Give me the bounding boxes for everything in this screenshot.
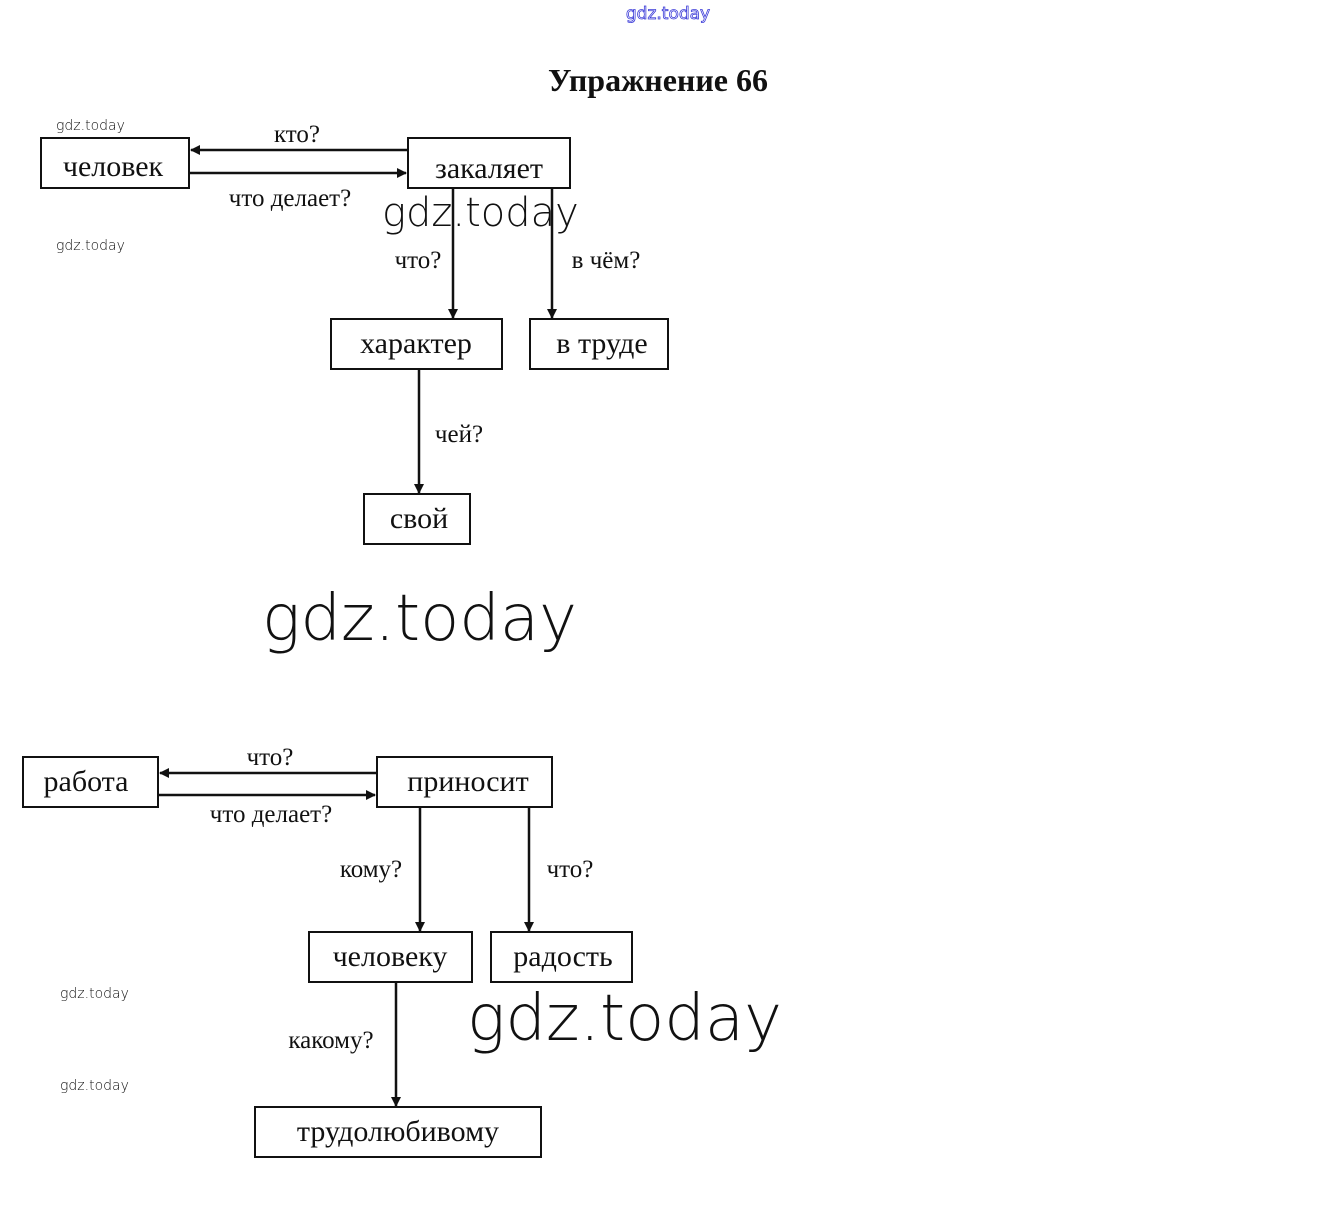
node-svoy — [363, 493, 471, 545]
node-v-trude — [529, 318, 669, 370]
node-kharakter — [330, 318, 503, 370]
question-label: чей? — [435, 421, 483, 448]
question-label: что делает? — [229, 185, 351, 212]
diagram-2: работа приносит человеку радость трудолю… — [22, 744, 633, 1158]
watermark-top: gdz.today — [626, 4, 710, 24]
node-trudolyubivomu — [254, 1106, 542, 1158]
node-label: радость — [513, 940, 612, 973]
node-label: закаляет — [435, 152, 543, 185]
node-label: трудолюбивому — [297, 1115, 499, 1148]
node-radost — [490, 931, 633, 983]
node-cheloveku — [308, 931, 473, 983]
node-label: свой — [390, 502, 448, 535]
node-label: в труде — [556, 327, 647, 360]
node-zakalyaet — [407, 137, 571, 189]
diagram-1: человек закаляет характер в труде свой к… — [40, 121, 669, 545]
node-chelovek — [40, 137, 190, 189]
question-label: что? — [247, 744, 294, 771]
node-label: человеку — [333, 940, 448, 973]
watermark: gdz.today — [262, 582, 577, 656]
watermark: gdz.today — [467, 982, 782, 1056]
question-label: кому? — [340, 856, 402, 883]
node-label: работа — [44, 765, 129, 798]
watermark: gdz.today — [60, 1078, 129, 1094]
page-title: Упражнение 66 — [548, 62, 768, 98]
node-label: человек — [63, 150, 164, 183]
question-label: что? — [547, 856, 594, 883]
watermark: gdz.today — [56, 238, 125, 254]
question-label: кто? — [274, 121, 320, 148]
question-label: какому? — [288, 1027, 373, 1054]
watermark: gdz.today — [382, 190, 579, 236]
node-rabota — [22, 756, 159, 808]
node-label: характер — [360, 327, 472, 360]
question-label: что? — [395, 247, 442, 274]
question-label: в чём? — [572, 247, 641, 274]
node-label: приносит — [407, 765, 528, 798]
node-prinosit — [376, 756, 553, 808]
watermark: gdz.today — [56, 118, 125, 134]
question-label: что делает? — [210, 801, 332, 828]
watermark: gdz.today — [60, 986, 129, 1002]
